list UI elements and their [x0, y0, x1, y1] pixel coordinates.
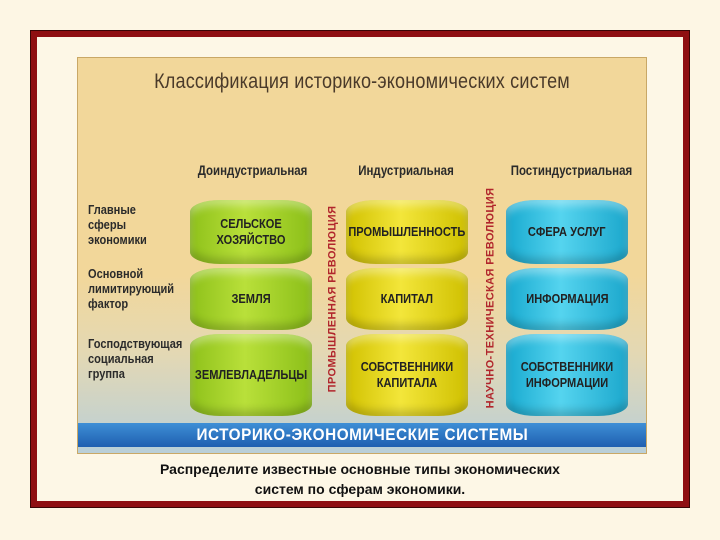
- classification-diagram: Классификация историко-экономических сис…: [77, 57, 647, 454]
- column-header-postindustrial: Постиндустриальная: [510, 162, 633, 178]
- cell-information-owners: СОБСТВЕННИКИ ИНФОРМАЦИИ: [506, 334, 628, 416]
- scientific-revolution-label: НАУЧНО-ТЕХНИЧЕСКАЯ РЕВОЛЮЦИЯ: [484, 187, 496, 408]
- cell-industry: ПРОМЫШЛЕННОСТЬ: [346, 200, 468, 264]
- cell-land: ЗЕМЛЯ: [190, 268, 312, 330]
- instruction-text: Распределите известные основные типы эко…: [37, 459, 683, 499]
- cell-capital-owners: СОБСТВЕННИКИ КАПИТАЛА: [346, 334, 468, 416]
- cell-capital: КАПИТАЛ: [346, 268, 468, 330]
- column-header-preindustrial: Доиндустриальная: [197, 162, 308, 178]
- base-bar: ИСТОРИКО-ЭКОНОМИЧЕСКИЕ СИСТЕМЫ: [78, 423, 646, 447]
- diagram-title: Классификация историко-экономических сис…: [154, 70, 570, 93]
- slide-frame: Классификация историко-экономических сис…: [30, 30, 690, 508]
- cell-services: СФЕРА УСЛУГ: [506, 200, 628, 264]
- cell-landowners: ЗЕМЛЕВЛАДЕЛЬЦЫ: [190, 334, 312, 416]
- column-header-industrial: Индустриальная: [358, 162, 454, 178]
- slide-content: Классификация историко-экономических сис…: [37, 37, 683, 501]
- cell-agriculture: СЕЛЬСКОЕ ХОЗЯЙСТВО: [190, 200, 312, 264]
- row-label-social-group: Господствующая социальная группа: [88, 336, 183, 381]
- industrial-revolution-label: ПРОМЫШЛЕННАЯ РЕВОЛЮЦИЯ: [326, 205, 339, 392]
- instruction-line-1: Распределите известные основные типы эко…: [160, 461, 560, 477]
- row-label-economy-spheres: Главные сферы экономики: [88, 202, 147, 247]
- cell-information: ИНФОРМАЦИЯ: [506, 268, 628, 330]
- instruction-line-2: систем по сферам экономики.: [254, 481, 466, 497]
- row-label-limiting-factor: Основной лимитирующий фактор: [88, 266, 175, 311]
